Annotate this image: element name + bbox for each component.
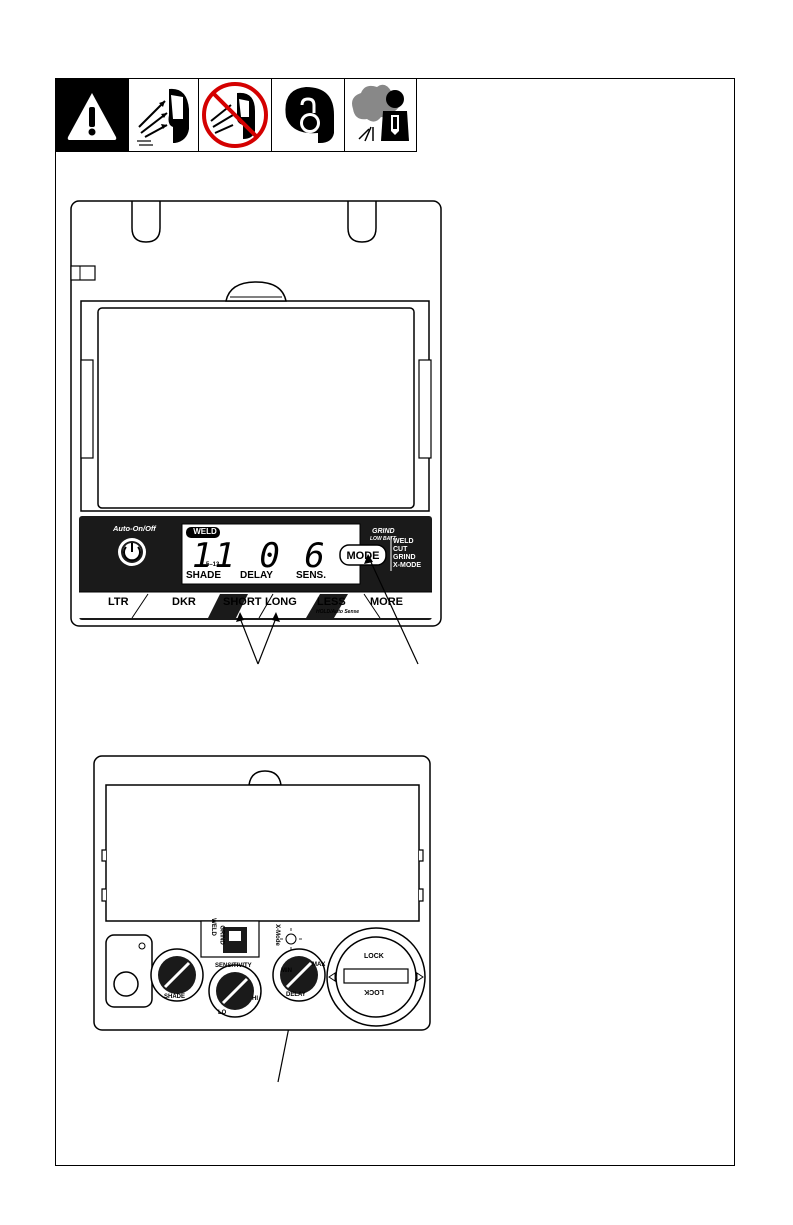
short-button[interactable]: SHORT [223,596,262,608]
grind-indicator-label: GRIND [372,528,395,535]
long-button[interactable]: LONG [265,596,297,608]
battery-lock-cover[interactable] [336,937,416,1017]
mode-button[interactable]: MODE [340,546,386,566]
mode-option-cut: CUT [393,546,407,553]
lcd-shade-label: SHADE [186,570,221,581]
warning-triangle-icon [55,78,129,152]
hold-auto-sense-label: HOLD/Auto Sense [316,609,359,615]
no-unprotected-face-icon [198,78,272,152]
lo-label: LO [218,1010,226,1016]
lcd-delay-label: DELAY [240,570,273,581]
mode-option-xmode: X-MODE [393,562,421,569]
lcd-range-label: 5–13 [206,562,219,568]
hearing-protection-icon [271,78,345,152]
switch-xmode-label: X-Mode [274,924,280,946]
mode-switch[interactable] [223,927,247,953]
more-button[interactable]: MORE [370,596,403,608]
ltr-button[interactable]: LTR [108,596,129,608]
less-button[interactable]: LESS [317,596,346,608]
sensitivity-label: SENSITIVITY [215,963,252,969]
fumes-breathing-icon [344,78,417,152]
power-button[interactable] [118,538,146,566]
mode-option-grind: GRIND [393,554,416,561]
delay-knob[interactable] [280,956,318,994]
lcd-sens-label: SENS. [296,570,326,581]
shade-knob[interactable] [158,956,196,994]
switch-weld-label: WELD [210,918,216,936]
sensitivity-knob[interactable] [216,972,254,1010]
arc-rays-face-icon [128,78,199,152]
shade-label: SHADE [164,994,185,1000]
dkr-button[interactable]: DKR [172,596,196,608]
lcd-weld-badge: WELD [188,527,222,536]
auto-on-off-label: Auto-On/Off [113,524,156,533]
mode-option-weld: WELD [393,538,414,545]
